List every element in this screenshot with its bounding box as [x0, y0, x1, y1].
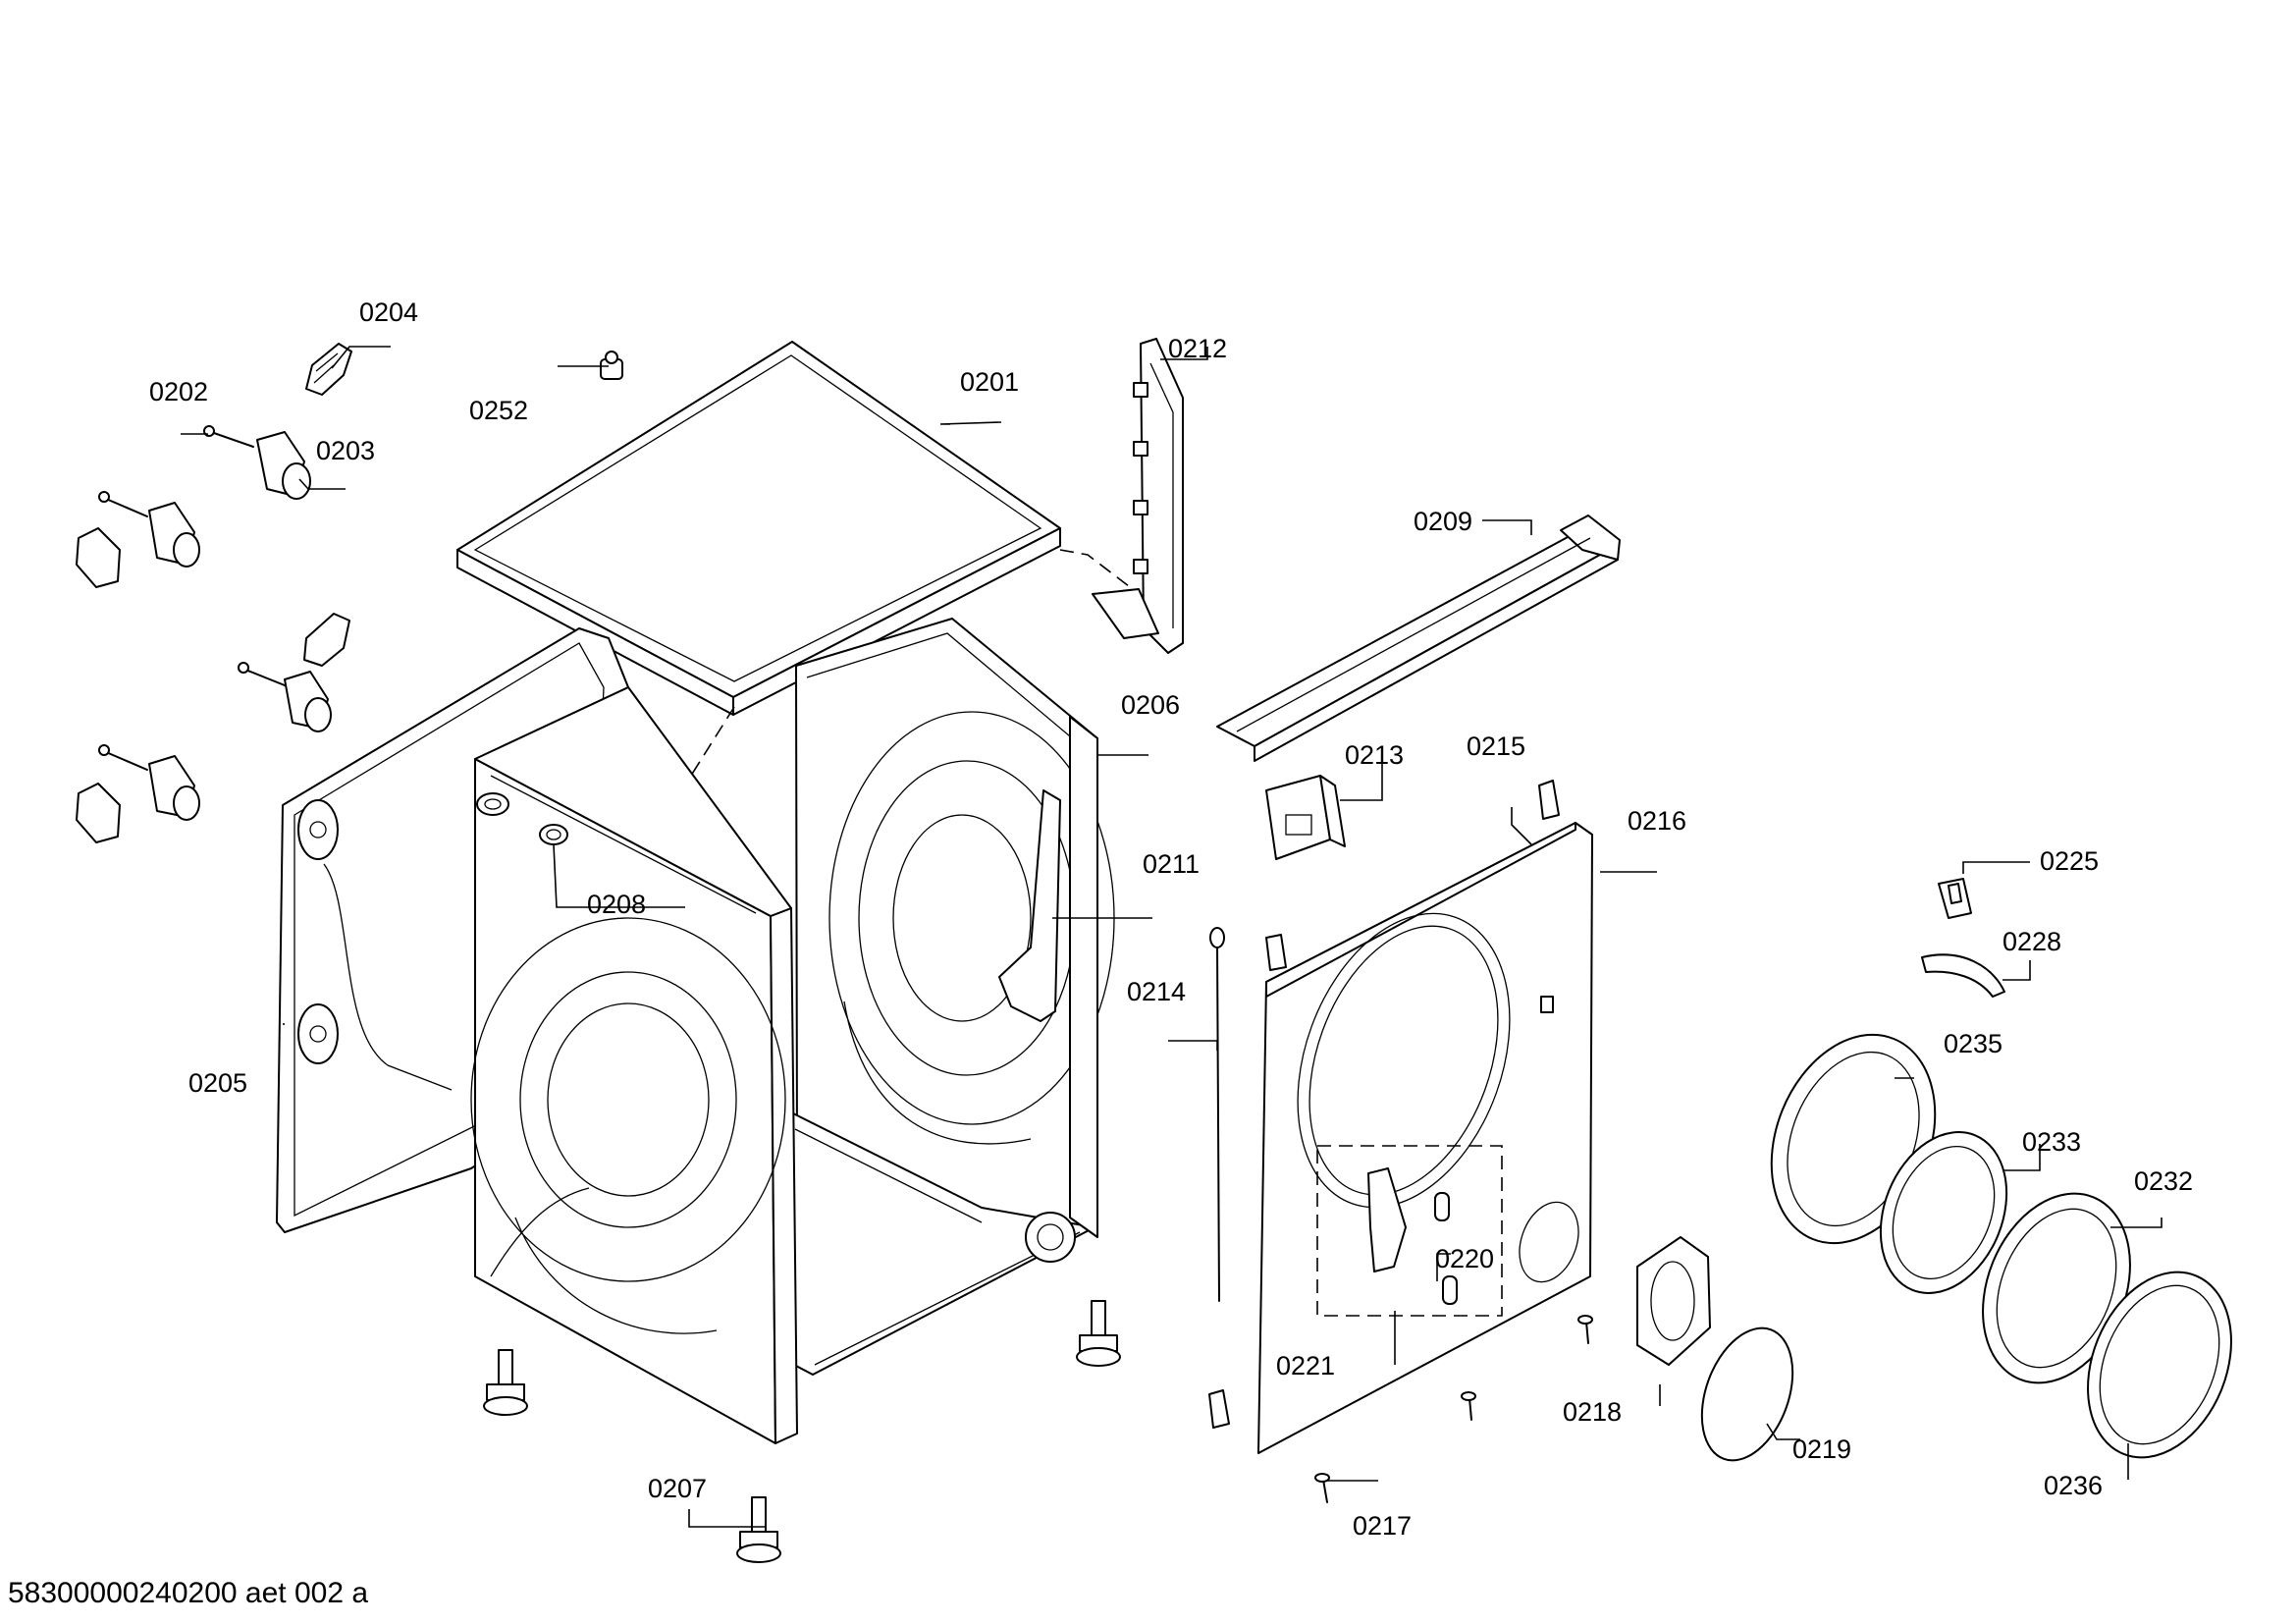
part-0225-handle-pin	[1938, 878, 1972, 919]
part-0219-disc	[1700, 1326, 1794, 1462]
label-0205: 0205	[188, 1068, 247, 1098]
part-0214-rod	[1209, 927, 1225, 1302]
label-0214: 0214	[1127, 977, 1186, 1006]
label-0225: 0225	[2040, 846, 2099, 876]
part-0207-feet	[483, 1300, 1121, 1563]
part-0203-hinge	[256, 431, 311, 500]
part-hinge-set-2	[238, 613, 350, 732]
part-0208-grommets	[476, 792, 568, 845]
label-0233: 0233	[2022, 1127, 2081, 1157]
label-0220: 0220	[1435, 1244, 1494, 1273]
label-0209: 0209	[1414, 507, 1472, 536]
part-0211-pipe	[998, 789, 1061, 1022]
part-0228-handle	[1921, 953, 2005, 998]
label-0252: 0252	[469, 396, 528, 425]
part-0236-outer-ring	[2087, 1271, 2232, 1459]
part-0252-nut	[600, 351, 623, 380]
latch-detail-box	[1316, 1145, 1503, 1317]
label-0218: 0218	[1563, 1397, 1622, 1427]
part-0202-screw	[203, 425, 254, 448]
part-0215-clips	[1208, 780, 1560, 1429]
label-0232: 0232	[2134, 1166, 2193, 1196]
part-0204-clip	[305, 343, 352, 396]
label-0221: 0221	[1276, 1351, 1335, 1380]
label-0212: 0212	[1168, 334, 1227, 363]
part-0209-rail	[1216, 514, 1621, 762]
label-0235: 0235	[1944, 1029, 2002, 1058]
part-0201-top-cover	[456, 341, 1061, 716]
label-0201: 0201	[960, 367, 1019, 397]
part-0221-latch	[1367, 1167, 1407, 1272]
label-0213: 0213	[1345, 740, 1404, 770]
label-0236: 0236	[2044, 1471, 2103, 1500]
part-0213-module	[1265, 775, 1346, 860]
part-0220-pins	[1434, 1192, 1458, 1305]
part-labels: 0204 0202 0203 0252 0201 0212 0209 0206 …	[149, 298, 2193, 1541]
label-0207: 0207	[648, 1474, 707, 1503]
label-0215: 0215	[1467, 731, 1525, 761]
label-0204: 0204	[359, 298, 418, 327]
part-0218-lock	[1636, 1236, 1711, 1366]
label-0219: 0219	[1792, 1435, 1851, 1464]
label-0208: 0208	[587, 890, 646, 919]
label-0228: 0228	[2002, 927, 2061, 956]
part-hinge-set-1	[76, 491, 200, 588]
part-0233-door-glass	[1879, 1131, 2008, 1294]
part-0217-screws	[1314, 1315, 1593, 1503]
label-0211: 0211	[1143, 849, 1200, 879]
label-0206: 0206	[1121, 690, 1180, 720]
label-0216: 0216	[1628, 806, 1686, 836]
leader-lines	[181, 346, 2163, 1528]
drawing-id: 58300000240200 aet 002 a	[8, 1577, 368, 1609]
part-0212-bracket	[1092, 338, 1184, 654]
part-hinge-set-3	[76, 744, 200, 843]
label-0202: 0202	[149, 377, 208, 406]
part-0206-cabinet	[470, 618, 1115, 1444]
label-0217: 0217	[1353, 1511, 1412, 1541]
label-0203: 0203	[316, 436, 375, 465]
part-0216-front-panel	[1257, 822, 1593, 1454]
